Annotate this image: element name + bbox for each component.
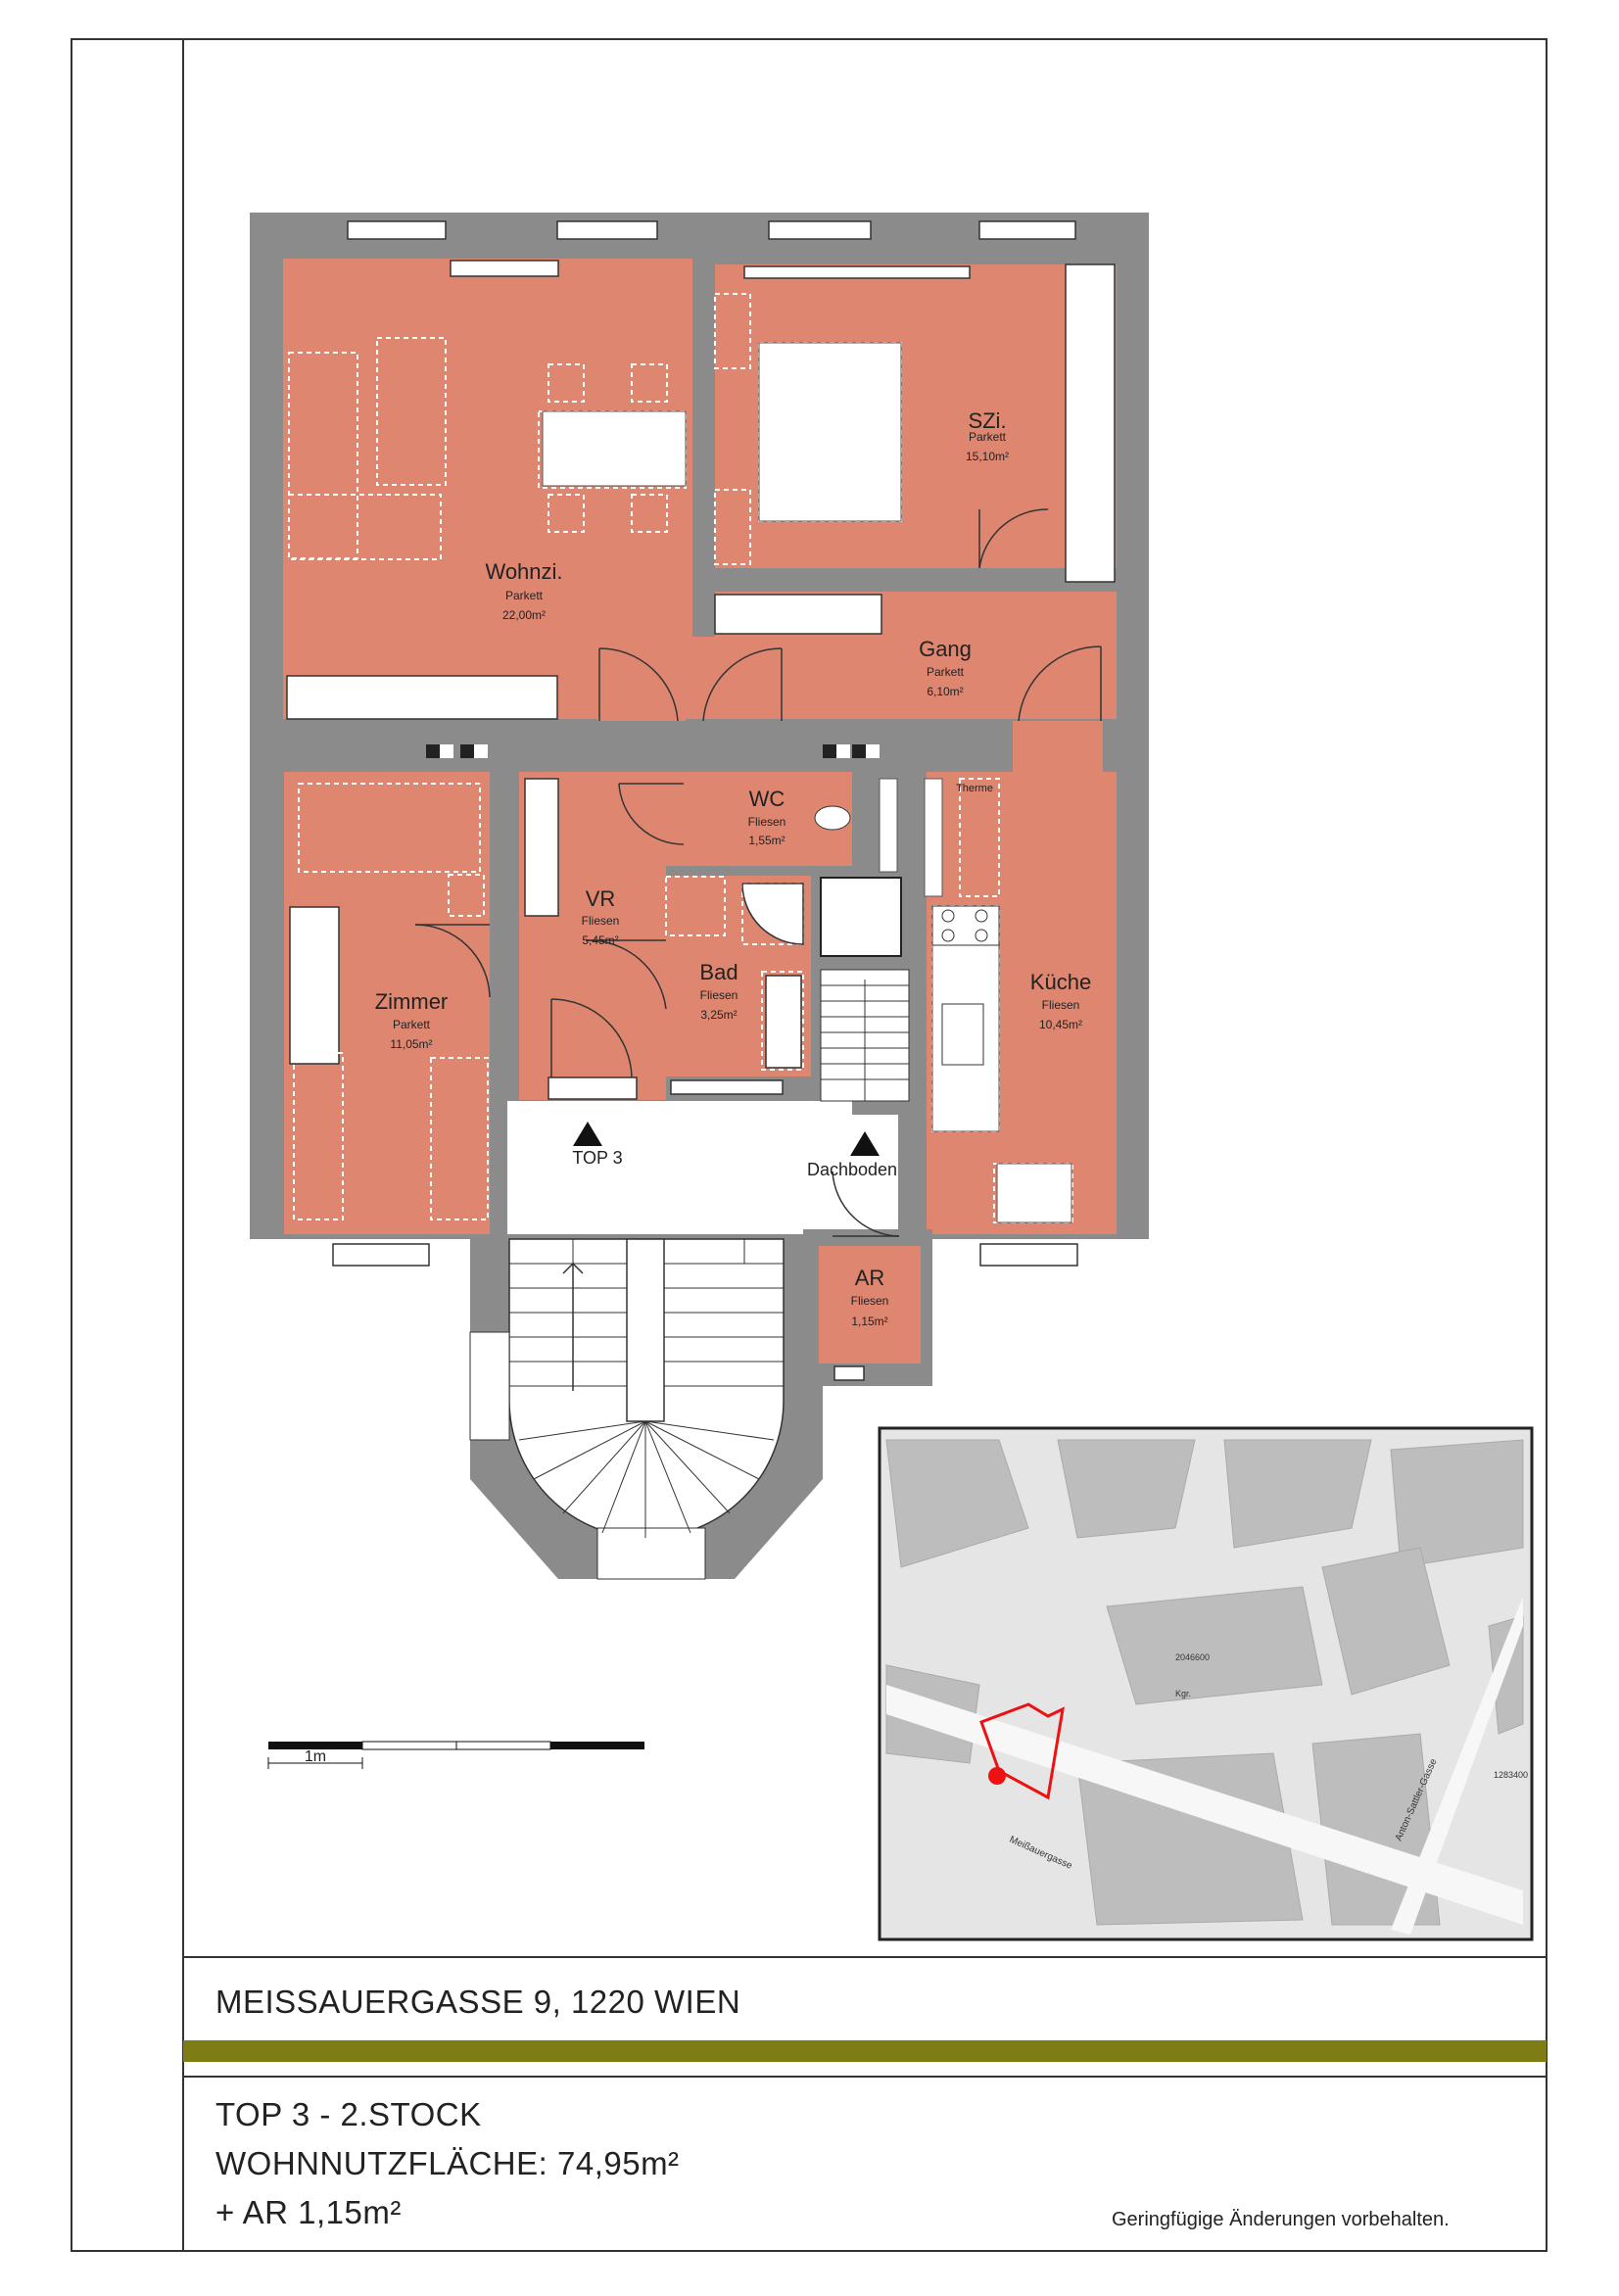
stair-side-wall-left [490, 1101, 507, 1234]
ventilation-shafts [426, 744, 880, 758]
label-gang: Gang [919, 637, 972, 661]
label-kueche: Küche [1030, 970, 1091, 994]
area-gang: 6,10m² [927, 685, 963, 698]
label-bad: Bad [699, 960, 738, 984]
area-szi: 15,10m² [966, 450, 1009, 463]
label-ar: AR [855, 1266, 885, 1290]
floor-gang: Parkett [927, 665, 965, 679]
stair-tower [469, 1238, 823, 1580]
area-vr: 5,45m² [582, 933, 618, 947]
entrance-label: TOP 3 [572, 1148, 622, 1168]
accent-bar [183, 2040, 1547, 2062]
map-parcel-a: 2046600 [1175, 1652, 1210, 1662]
stair-side-wall-right [899, 1101, 927, 1234]
floor-bad: Fliesen [700, 988, 738, 1002]
stair-landing [506, 1101, 898, 1234]
floor-ar: Fliesen [851, 1294, 889, 1308]
living-area: WOHNNUTZFLÄCHE: 74,95m² [215, 2145, 680, 2181]
address-title: MEISSAUERGASSE 9, 1220 WIEN [215, 1984, 741, 2020]
area-wohnzi: 22,00m² [502, 608, 546, 622]
area-ar: 1,15m² [851, 1315, 887, 1328]
floor-wc: Fliesen [748, 815, 786, 829]
sink-icon [941, 1003, 984, 1066]
area-bad: 3,25m² [700, 1008, 737, 1022]
label-wohnzi: Wohnzi. [485, 559, 562, 584]
sheet-frame [71, 38, 1548, 2252]
room-ar [819, 1246, 921, 1363]
label-szi: SZi. [968, 408, 1006, 433]
storage-area: + AR 1,15m² [215, 2194, 402, 2230]
attic-marker-icon [850, 1131, 880, 1156]
toilet-icon [814, 805, 851, 831]
attic-label: Dachboden [807, 1160, 897, 1179]
area-zimmer: 11,05m² [390, 1037, 432, 1051]
location-map [878, 1426, 1534, 1941]
label-zimmer: Zimmer [375, 989, 449, 1014]
floor-vr: Fliesen [582, 914, 620, 928]
stair-treads [509, 1239, 784, 1538]
radiators [286, 260, 1116, 1065]
label-wc: WC [749, 787, 786, 811]
entrance-marker-icon [573, 1122, 602, 1146]
area-kueche: 10,45m² [1039, 1018, 1082, 1031]
map-label-a: Kgr. [1175, 1689, 1191, 1698]
scale-label: 1m [305, 1748, 326, 1765]
stair-arrow [562, 1262, 584, 1391]
map-parcel-b: 1283400 [1494, 1770, 1528, 1780]
scale-bar [267, 1741, 644, 1769]
disclaimer: Geringfügige Änderungen vorbehalten. [1112, 2209, 1450, 2230]
washbasin-icon [765, 975, 802, 1069]
floor-kueche: Fliesen [1042, 998, 1080, 1012]
room-kueche-link [1013, 721, 1103, 772]
site-marker-icon [988, 1767, 1006, 1785]
floor-szi: Parkett [969, 430, 1007, 444]
attic-stair [820, 969, 910, 1102]
area-wc: 1,55m² [748, 834, 785, 847]
stove-icon [931, 905, 1000, 946]
windows [332, 220, 1078, 1381]
door-swings [414, 508, 1102, 1237]
shower-icon [741, 883, 804, 945]
floor-wohnzi: Parkett [505, 589, 544, 602]
room-labels: Wohnzi. Parkett 22,00m² SZi. Parkett 15,… [375, 408, 1091, 1328]
label-vr: VR [586, 886, 616, 911]
storage-box [820, 877, 902, 957]
therme-label: Therme [956, 783, 993, 794]
unit-title: TOP 3 - 2.STOCK [215, 2096, 482, 2132]
floor-zimmer: Parkett [393, 1018, 431, 1031]
